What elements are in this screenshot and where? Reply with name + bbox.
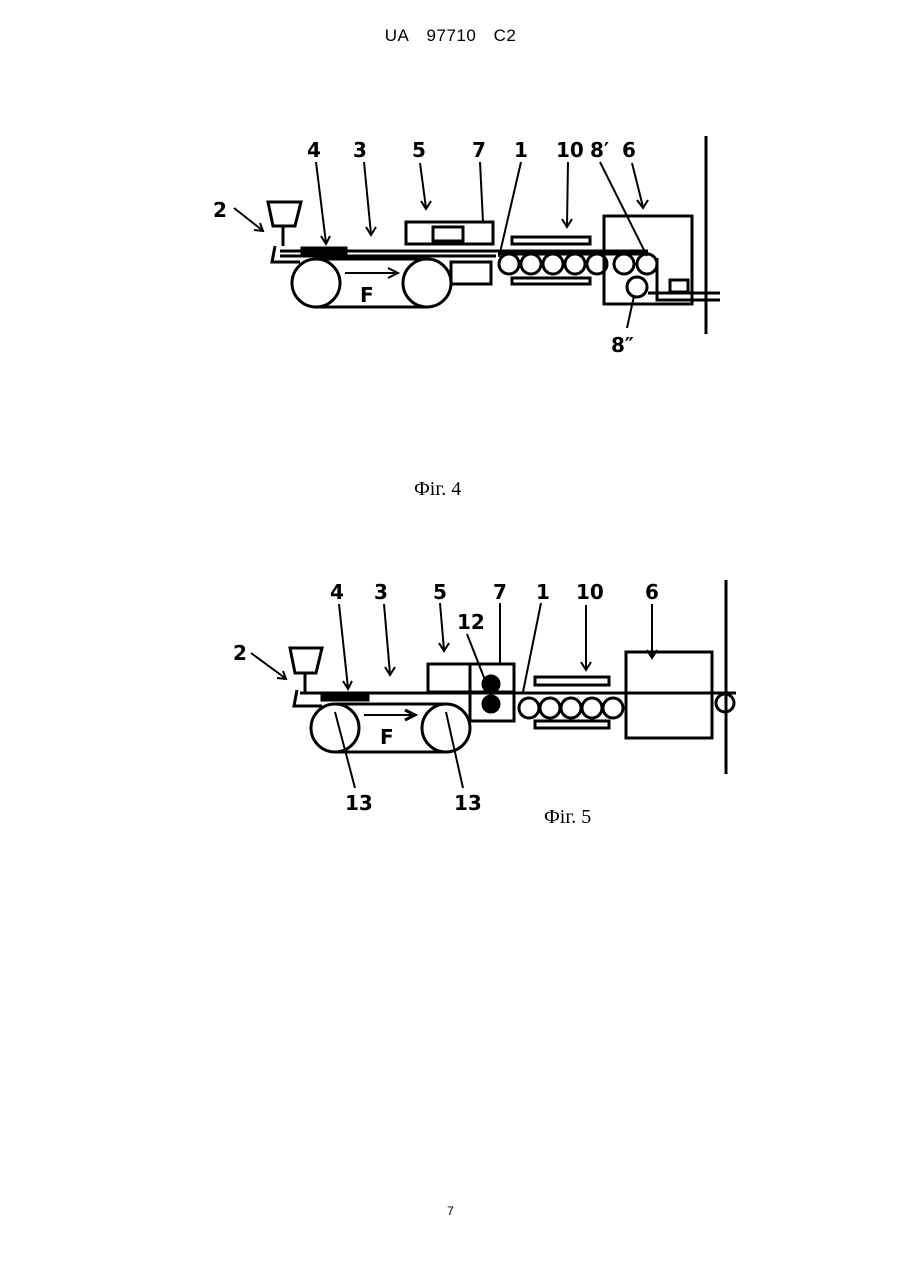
- fig5-label-13-left: 13: [345, 791, 373, 815]
- fig5-label-6: 6: [645, 580, 659, 604]
- mould-plate: [322, 695, 368, 700]
- figure-5-caption: Фіг. 5: [544, 806, 591, 829]
- fig4-label-8dprime: 8″: [611, 333, 634, 357]
- figure-4-caption: Фіг. 4: [414, 478, 461, 501]
- fig4-label-4: 4: [307, 138, 321, 162]
- fig5-label-7: 7: [493, 580, 507, 604]
- roller-table: [519, 698, 623, 718]
- fig5-label-2: 2: [233, 641, 247, 665]
- fig4-label-6: 6: [622, 138, 636, 162]
- fig4-label-2: 2: [213, 198, 227, 222]
- fig5-label-F: F: [380, 725, 394, 749]
- header-number: 97710: [427, 26, 477, 45]
- patent-header: UA 97710 C2: [0, 26, 901, 46]
- roller-table: [499, 254, 657, 274]
- coiler-box: [626, 652, 712, 738]
- plate-top: [535, 677, 609, 685]
- fig4-label-5: 5: [412, 138, 426, 162]
- plate-bottom: [512, 278, 590, 284]
- unit-5-inner: [433, 227, 463, 241]
- page-number: 7: [0, 1204, 901, 1218]
- unit-below: [451, 262, 491, 284]
- fig5-label-4: 4: [330, 580, 344, 604]
- fig4-label-1: 1: [514, 138, 528, 162]
- ladle: [268, 202, 301, 226]
- fig4-label-7: 7: [472, 138, 486, 162]
- coiler-8pp: [627, 277, 647, 297]
- fig5-label-13-right: 13: [454, 791, 482, 815]
- header-country: UA: [385, 26, 410, 45]
- header-kind: C2: [494, 26, 517, 45]
- fig4-label-F: F: [360, 283, 374, 307]
- fig5-label-1: 1: [536, 580, 550, 604]
- fig5-label-5: 5: [433, 580, 447, 604]
- fig4-label-10: 10: [556, 138, 584, 162]
- fig4-label-3: 3: [353, 138, 367, 162]
- fig5-label-10: 10: [576, 580, 604, 604]
- tundish: [272, 246, 300, 262]
- ladle: [290, 648, 322, 673]
- mould-plate: [302, 248, 346, 254]
- plate-bottom: [535, 721, 609, 728]
- fig5-label-3: 3: [374, 580, 388, 604]
- figure-4-diagram: 2 4 3 5 7 1 10 8′ 6 8″ F: [0, 120, 901, 520]
- plate-top: [512, 237, 590, 244]
- figure-5-diagram: 2 4 3 5 7 1 10 6 12 13 13 F: [0, 570, 901, 870]
- fig4-label-8prime: 8′: [590, 138, 609, 162]
- fig5-label-12: 12: [457, 610, 485, 634]
